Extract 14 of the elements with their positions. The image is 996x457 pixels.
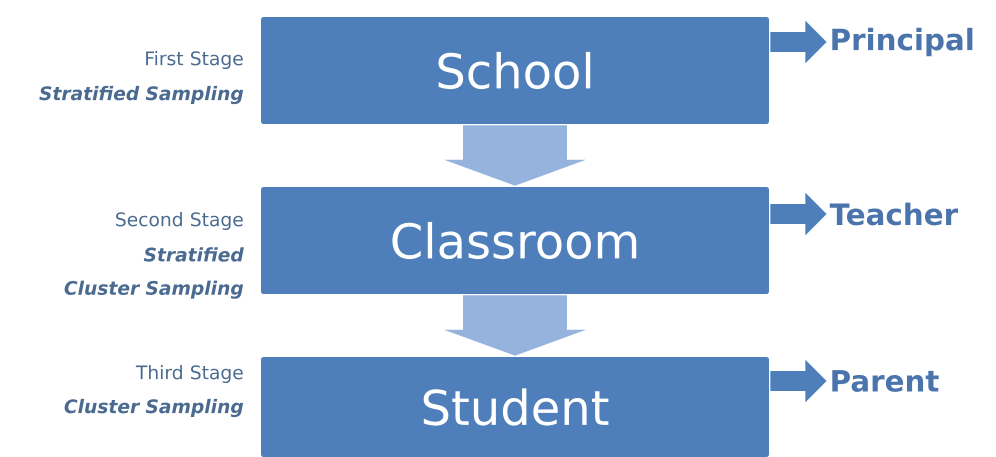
stage-label: Third Stage [136,364,243,384]
stage-label: Second Stage [116,212,243,230]
method-label: Stratified Sampling [39,86,244,104]
role-label: Parent [832,370,939,392]
process-box: Student [261,357,769,457]
role-label: Principal [832,28,972,56]
block-arrow [444,125,586,186]
role-label: Teacher [830,202,958,226]
process-box: Classroom [261,187,769,294]
method-label: Stratified Cluster Sampling [64,247,244,299]
block-arrow [444,295,586,356]
process-box: School [261,17,769,124]
method-label: Cluster Sampling [64,398,244,418]
stage-label: First Stage [146,50,243,70]
